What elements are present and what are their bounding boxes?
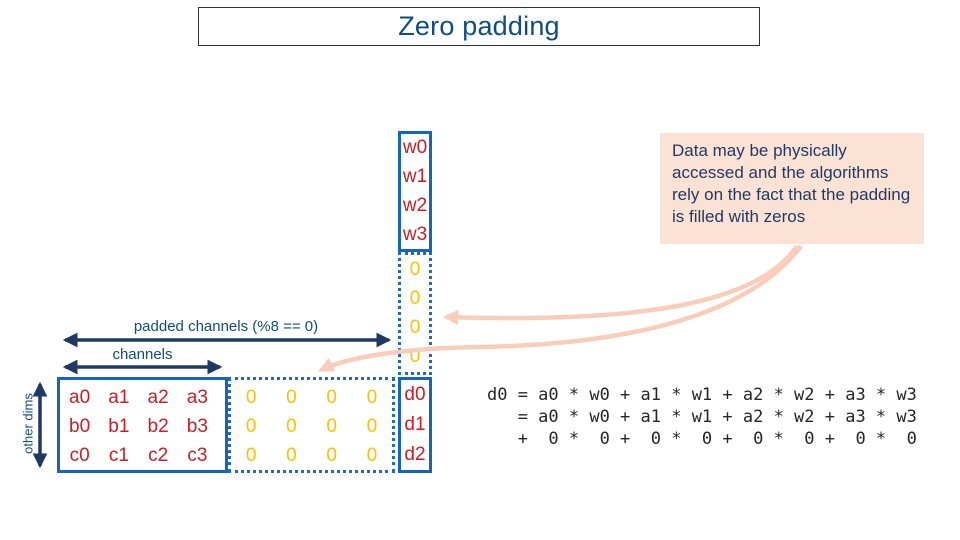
matrix-cell: b1 [108,415,130,437]
matrix-cell: a0 [69,387,91,409]
callout-arrow-to-matrix-padding [318,244,803,373]
equation-line-2: = a0 * w0 + a1 * w1 + a2 * w2 + a3 * w3 [487,407,917,427]
matrix-cell: b3 [186,415,208,437]
matrix-cell: a3 [186,387,208,409]
dot-product-equation: d0 = a0 * w0 + a1 * w1 + a2 * w2 + a3 * … [487,384,917,450]
matrix-cell: c0 [69,444,90,466]
data-matrix-box: a0 a1 a2 a3 b0 b1 b2 b3 c0 c1 c2 c3 [57,377,228,473]
result-vector-box: d0 d1 d2 [398,377,432,473]
zero-cell: 0 [409,346,421,368]
title-box: Zero padding [198,7,760,46]
equation-line-1: d0 = a0 * w0 + a1 * w1 + a2 * w2 + a3 * … [487,385,917,405]
weight-cell: w1 [402,166,428,188]
result-cell: d0 [404,384,426,405]
weight-cell: w2 [402,194,428,216]
zero-cell: 0 [326,387,337,409]
zero-cell: 0 [409,317,421,339]
result-cell: d1 [404,414,426,435]
zero-cell: 0 [286,387,297,409]
zero-cell: 0 [409,287,421,309]
weights-vector-box: w0 w1 w2 w3 [398,131,432,252]
equation-line-3: + 0 * 0 + 0 * 0 + 0 * 0 + 0 * 0 [487,429,917,449]
callout-arrow-to-weights-padding [442,244,799,326]
matrix-cell: a1 [108,387,130,409]
zero-cell: 0 [409,258,421,280]
zero-cell: 0 [245,444,257,466]
matrix-cell: a2 [147,387,169,409]
page-title: Zero padding [398,11,560,41]
zero-cell: 0 [245,415,257,437]
zero-cell: 0 [326,444,337,466]
weight-cell: w3 [402,223,428,245]
matrix-cell: c1 [108,444,129,466]
zero-cell: 0 [286,444,297,466]
zero-cell: 0 [366,415,378,437]
zero-cell: 0 [366,387,378,409]
other-dims-label: other dims [20,393,36,454]
padded-channels-label: padded channels (%8 == 0) [133,318,319,335]
matrix-padding-box: 0 0 0 0 0 0 0 0 0 0 0 0 [228,377,395,473]
matrix-cell: b0 [69,415,91,437]
matrix-cell: b2 [147,415,169,437]
zero-cell: 0 [286,415,297,437]
zero-cell: 0 [245,387,257,409]
zero-cell: 0 [326,415,337,437]
weight-cell: w0 [402,137,428,159]
matrix-cell: c2 [148,444,169,466]
matrix-cell: c3 [187,444,208,466]
result-cell: d2 [404,444,426,465]
zero-cell: 0 [366,444,378,466]
weights-padding-box: 0 0 0 0 [398,252,432,375]
channels-label: channels [112,346,173,363]
callout-note: Data may be physically accessed and the … [660,133,924,244]
